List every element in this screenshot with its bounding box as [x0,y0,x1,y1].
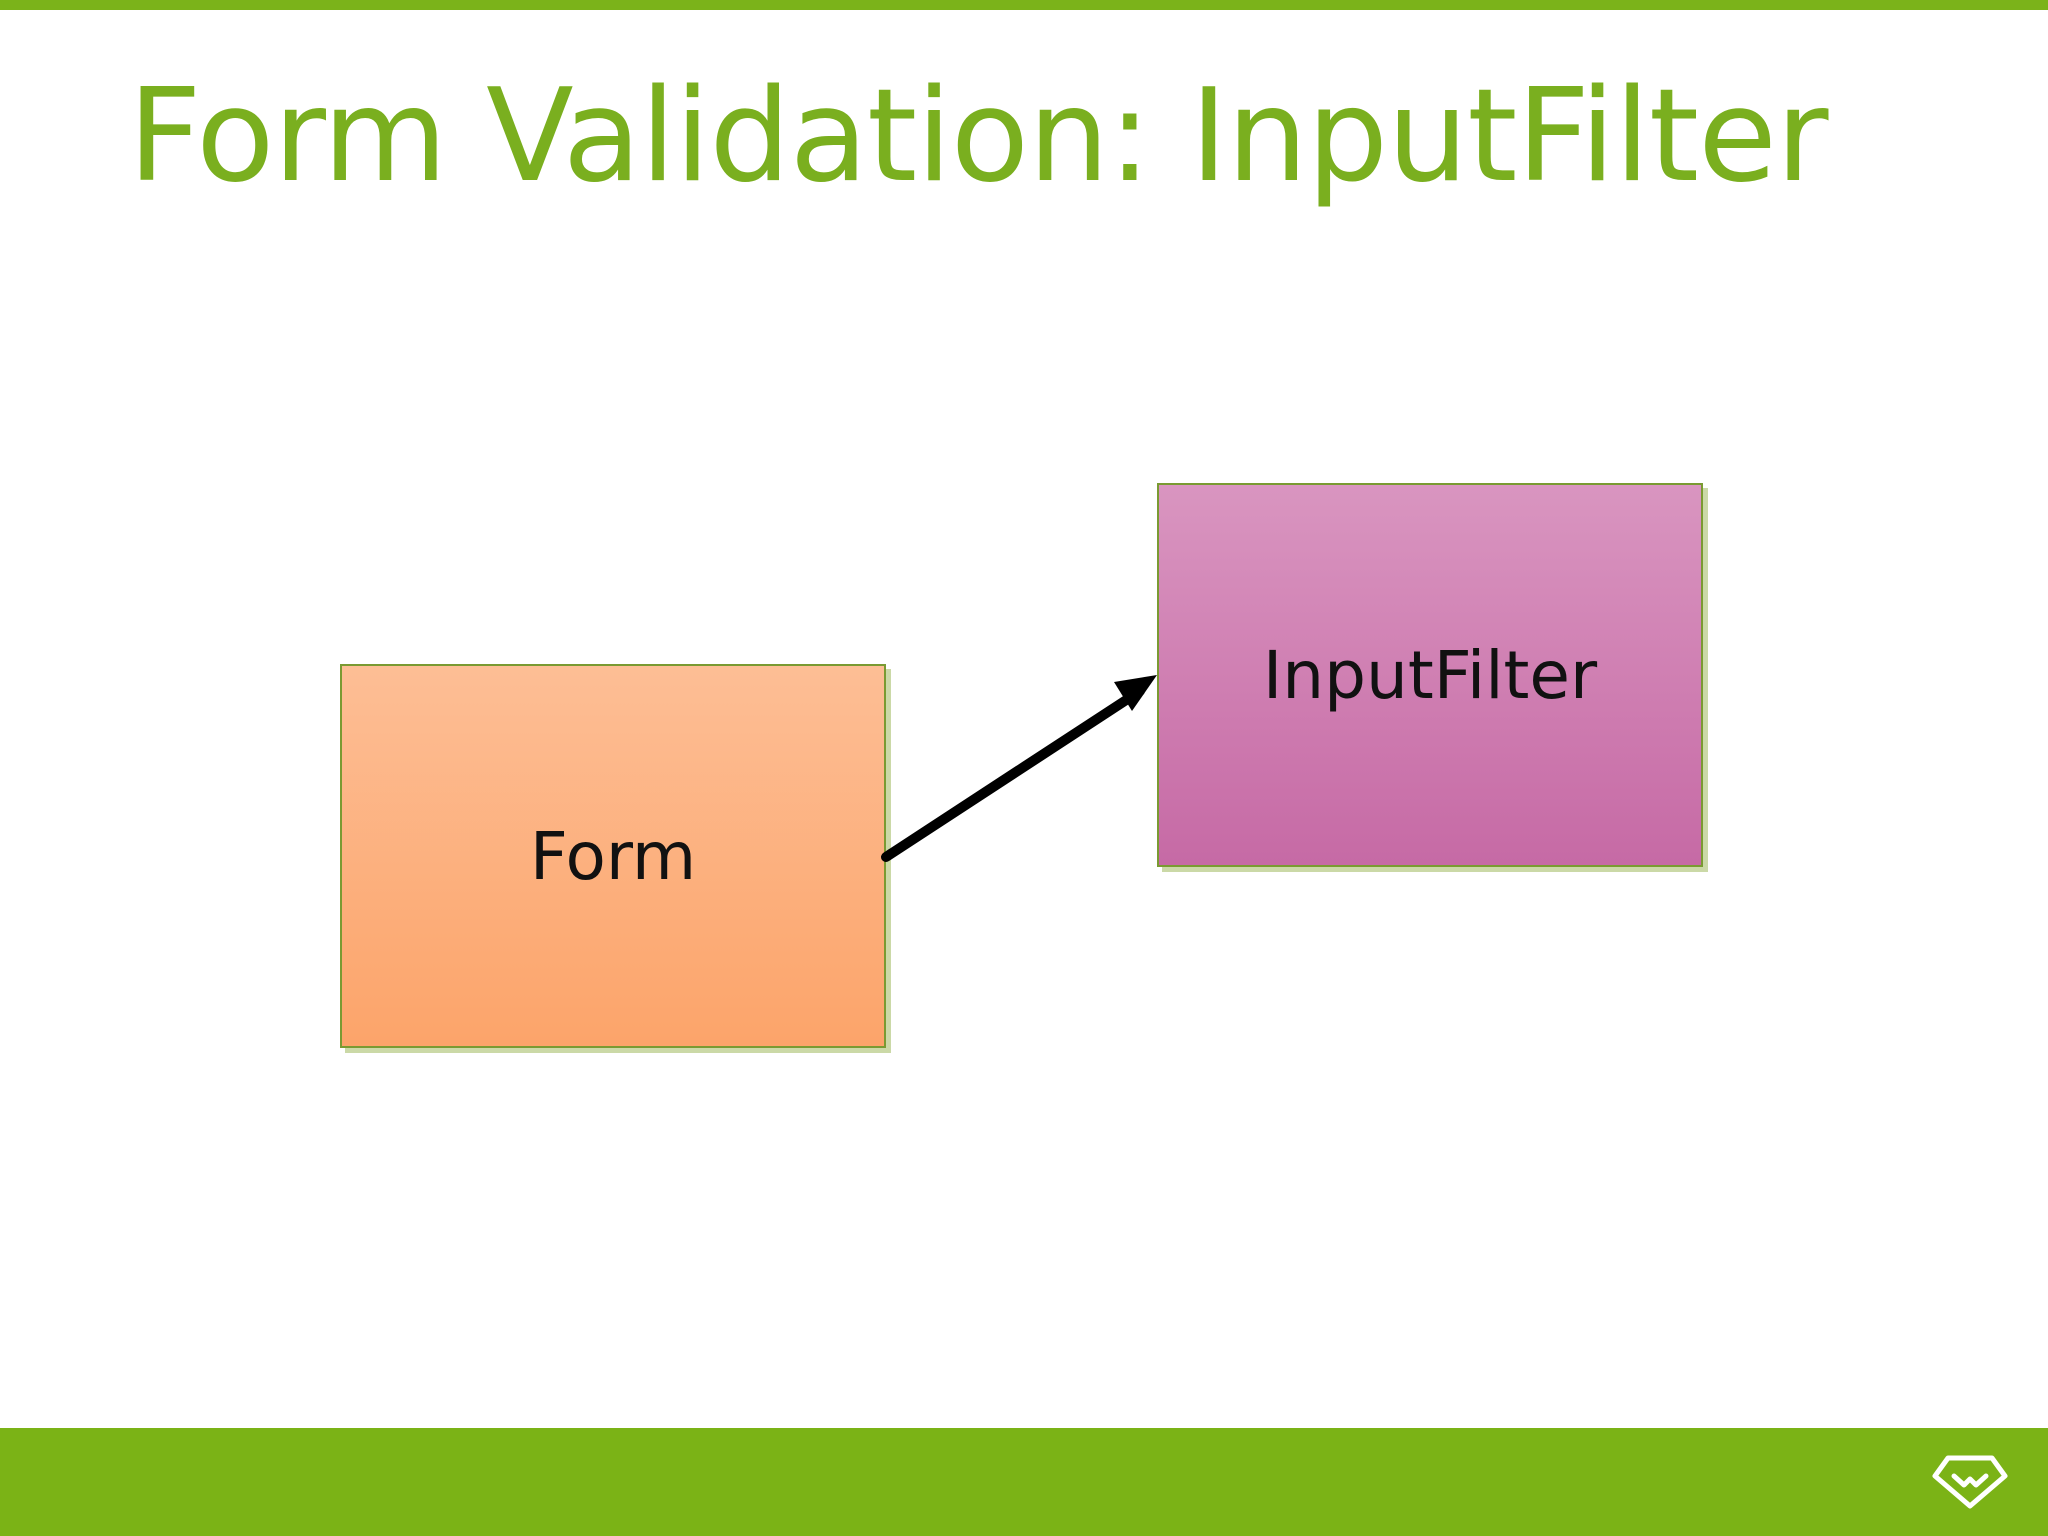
form-node: Form [340,664,886,1048]
inputfilter-node: InputFilter [1157,483,1703,867]
arrow-head [1114,675,1157,711]
arrow-line [881,686,1145,862]
bottom-accent-bar [0,1428,2048,1536]
diamond-logo-icon [1932,1455,2008,1509]
top-accent-bar [0,0,2048,10]
slide-title: Form Validation: InputFilter [128,62,1828,211]
form-node-label: Form [529,817,697,895]
inputfilter-node-label: InputFilter [1262,636,1598,714]
